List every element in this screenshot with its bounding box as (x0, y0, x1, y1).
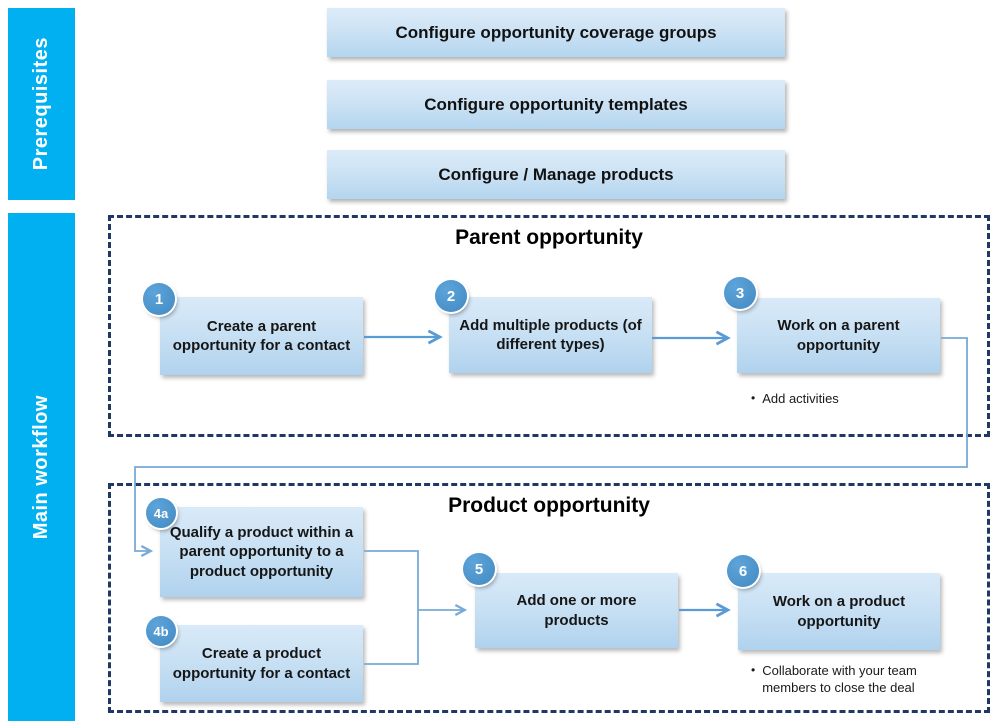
step-box-work-on-product-opportunity: Work on a product opportunity (738, 573, 940, 650)
sidebar-bar-main-workflow: Main workflow (8, 213, 75, 721)
step-badge-2: 2 (435, 280, 467, 312)
step-badge-6: 6 (727, 555, 759, 587)
bullet-icon: • (751, 663, 756, 677)
prerequisites-label: Prerequisites (30, 37, 52, 171)
prereq-label: Configure opportunity coverage groups (395, 22, 717, 42)
step-badge-3: 3 (724, 277, 756, 309)
prereq-box-coverage-groups: Configure opportunity coverage groups (327, 8, 785, 57)
step-box-create-product-opportunity: Create a product opportunity for a conta… (160, 625, 363, 702)
step-label: Add one or more products (516, 592, 637, 629)
step-box-work-on-parent-opportunity: Work on a parent opportunity (737, 298, 940, 373)
step-badge-1: 1 (143, 283, 175, 315)
step-label: Qualify a product within a parent opport… (169, 524, 354, 580)
step-badge-5: 5 (463, 553, 495, 585)
step-label: Add multiple products (of different type… (459, 316, 642, 353)
prereq-box-templates: Configure opportunity templates (327, 80, 785, 129)
step-box-create-parent-opportunity: Create a parent opportunity for a contac… (160, 297, 363, 375)
step-label: Work on a parent opportunity (777, 317, 900, 354)
step-box-add-one-or-more-products: Add one or more products (475, 573, 678, 648)
section-title-parent: Parent opportunity (455, 226, 643, 249)
step-badge-4a: 4a (146, 498, 176, 528)
section-product-opportunity: Product opportunity 4a Qualify a product… (108, 483, 990, 713)
step-box-add-multiple-products: Add multiple products (of different type… (449, 297, 652, 373)
step-label: Create a parent opportunity for a contac… (172, 317, 351, 354)
note-add-activities: • Add activities (751, 391, 961, 408)
main-workflow-label: Main workflow (30, 394, 52, 540)
note-text: Collaborate with your team members to cl… (762, 663, 917, 695)
note-collaborate: • Collaborate with your team members to … (751, 663, 936, 697)
note-text: Add activities (762, 391, 839, 406)
bullet-icon: • (751, 391, 756, 405)
step-box-qualify-product: Qualify a product within a parent opport… (160, 507, 363, 597)
prereq-label: Configure opportunity templates (424, 94, 688, 114)
step-badge-4b: 4b (146, 616, 176, 646)
prereq-label: Configure / Manage products (438, 164, 674, 184)
sidebar-bar-prerequisites: Prerequisites (8, 8, 75, 200)
section-parent-opportunity: Parent opportunity 1 Create a parent opp… (108, 215, 990, 437)
step-label: Create a product opportunity for a conta… (172, 645, 351, 682)
prereq-box-manage-products: Configure / Manage products (327, 150, 785, 199)
step-label: Work on a product opportunity (772, 593, 906, 630)
